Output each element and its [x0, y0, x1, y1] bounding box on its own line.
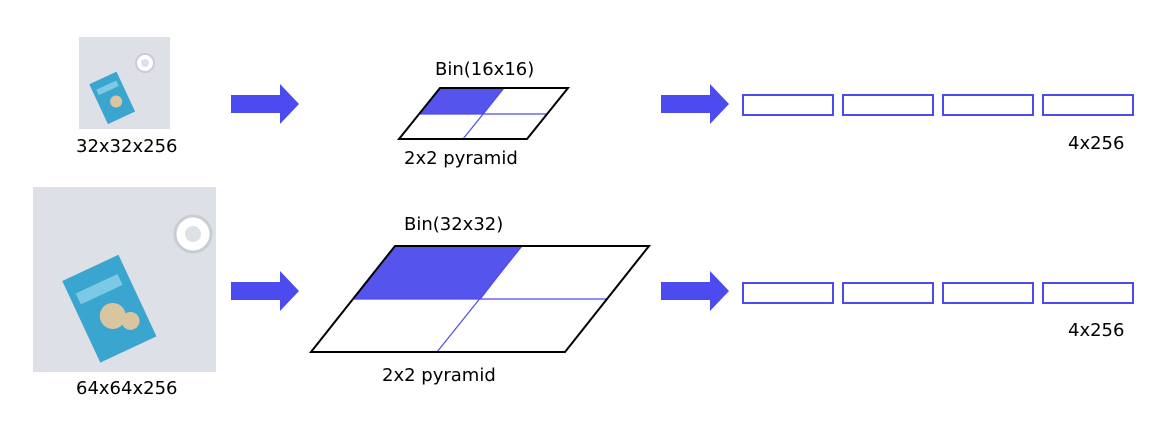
bin-size-label: Bin(32x32) [404, 214, 504, 235]
right-arrow-icon [661, 271, 729, 311]
grid-divider [462, 87, 505, 140]
output-vector [742, 282, 834, 304]
photo-thumbnail [79, 37, 170, 129]
grid-divider [436, 245, 523, 353]
pyramid-label: 2x2 pyramid [382, 365, 496, 386]
output-vector [1042, 282, 1134, 304]
pyramid-grid-large [308, 245, 652, 353]
input-size-label: 32x32x256 [76, 136, 178, 157]
highlighted-bin [354, 246, 522, 299]
pyramid-label: 2x2 pyramid [404, 148, 518, 169]
pyramid-grid-small [396, 87, 571, 140]
input-photo-large [33, 187, 216, 372]
output-vector [1042, 94, 1134, 116]
output-vector [842, 94, 934, 116]
right-arrow-icon [661, 84, 729, 124]
bin-size-label: Bin(16x16) [435, 59, 535, 80]
output-vector [942, 94, 1034, 116]
output-size-label: 4x256 [1068, 133, 1125, 154]
right-arrow-icon [231, 271, 299, 311]
highlighted-bin [420, 88, 504, 114]
output-size-label: 4x256 [1068, 320, 1125, 341]
input-photo-small [79, 37, 170, 129]
output-vector [742, 94, 834, 116]
input-size-label: 64x64x256 [76, 378, 178, 399]
output-vector [842, 282, 934, 304]
photo-thumbnail [33, 187, 216, 372]
output-vector [942, 282, 1034, 304]
right-arrow-icon [231, 84, 299, 124]
